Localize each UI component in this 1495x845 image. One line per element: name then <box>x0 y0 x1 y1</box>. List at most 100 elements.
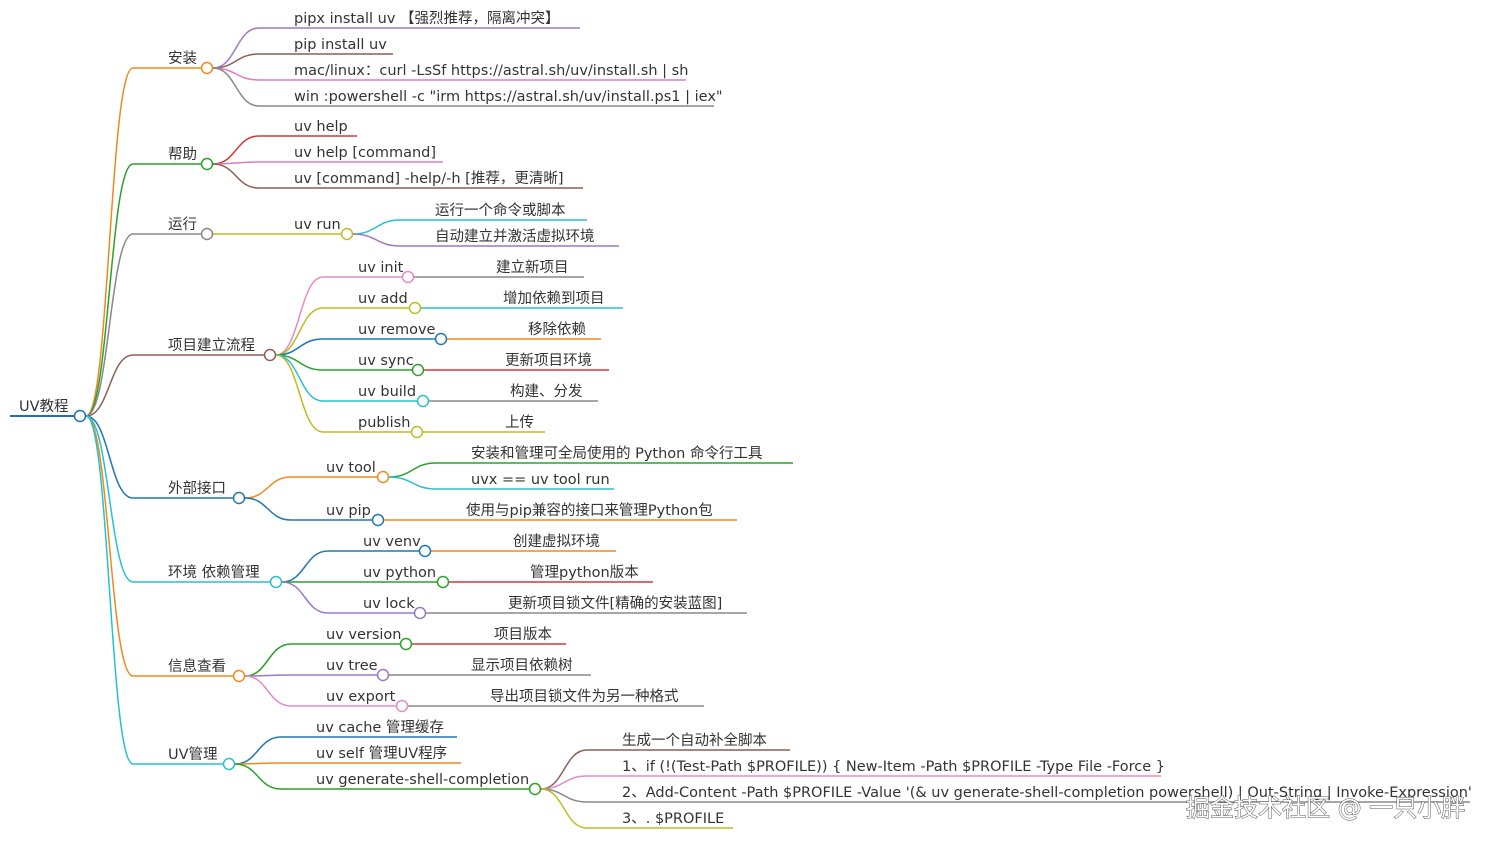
collapse-toggle-icon[interactable] <box>436 575 450 589</box>
leaf-node-label[interactable]: uv [command] -help/-h [推荐，更清晰] <box>294 170 563 187</box>
leaf-node-label[interactable]: mac/linux：curl -LsSf https://astral.sh/u… <box>294 63 688 79</box>
collapse-toggle-icon[interactable] <box>269 575 283 589</box>
branch-node-label[interactable]: 信息查看 <box>168 658 226 675</box>
collapse-toggle-icon[interactable] <box>340 227 354 241</box>
collapse-toggle-icon[interactable] <box>410 425 424 439</box>
leaf-node-label[interactable]: 安装和管理可全局使用的 Python 命令行工具 <box>471 444 762 462</box>
leaf-node-label[interactable]: uv lock <box>363 596 415 612</box>
leaf-node-label[interactable]: 移除依赖 <box>528 321 586 338</box>
leaf-node-label[interactable]: 更新项目环境 <box>505 351 592 369</box>
leaf-node-label[interactable]: pipx install uv 【强烈推荐，隔离冲突】 <box>294 10 560 27</box>
collapse-toggle-icon[interactable] <box>200 227 214 241</box>
branch-node-label[interactable]: 环境 依赖管理 <box>168 563 260 581</box>
collapse-toggle-icon[interactable] <box>401 270 415 284</box>
watermark: 掘金技术社区 @ 一只小胖 <box>1186 794 1465 822</box>
root-node-label[interactable]: UV教程 <box>19 398 69 415</box>
connector <box>275 354 324 433</box>
leaf-node-label[interactable]: 创建虚拟环境 <box>513 532 600 550</box>
connector <box>85 163 134 417</box>
collapse-toggle-icon[interactable] <box>399 637 413 651</box>
connector <box>540 788 588 829</box>
leaf-node-label[interactable]: 使用与pip兼容的接口来管理Python包 <box>466 502 713 519</box>
collapse-toggle-icon[interactable] <box>418 544 432 558</box>
connector <box>281 581 329 614</box>
leaf-node-label[interactable]: uv pip <box>326 503 371 519</box>
leaf-node-label[interactable]: uv add <box>358 291 408 307</box>
connector <box>275 276 324 356</box>
collapse-toggle-icon[interactable] <box>263 348 277 362</box>
collapse-toggle-icon[interactable] <box>232 491 246 505</box>
leaf-node-label[interactable]: uv tree <box>326 658 378 674</box>
collapse-toggle-icon[interactable] <box>232 669 246 683</box>
connector <box>212 163 260 189</box>
connector <box>85 233 134 417</box>
leaf-node-label[interactable]: uv version <box>326 627 402 643</box>
collapse-toggle-icon[interactable] <box>411 363 425 377</box>
collapse-toggle-icon[interactable] <box>408 301 422 315</box>
leaf-node-label[interactable]: uv build <box>358 384 416 400</box>
leaf-node-label[interactable]: uv cache 管理缓存 <box>316 719 444 736</box>
branch-node-label[interactable]: 外部接口 <box>168 480 226 497</box>
leaf-node-label[interactable]: uv sync <box>358 353 414 369</box>
leaf-node-label[interactable]: pip install uv <box>294 37 387 53</box>
leaf-node-label[interactable]: uv tool <box>326 460 376 476</box>
collapse-toggle-icon[interactable] <box>222 757 236 771</box>
leaf-node-label[interactable]: win :powershell -c "irm https://astral.s… <box>294 89 723 105</box>
leaf-node-label[interactable]: 管理python版本 <box>530 564 639 581</box>
branch-node-label[interactable]: 运行 <box>168 216 197 233</box>
collapse-toggle-icon[interactable] <box>376 668 390 682</box>
connector <box>212 27 260 69</box>
leaf-node-label[interactable]: uvx == uv tool run <box>471 472 610 488</box>
connector <box>275 354 324 402</box>
leaf-node-label[interactable]: uv self 管理UV程序 <box>316 745 447 762</box>
leaf-node-label[interactable]: uv remove <box>358 322 436 338</box>
leaf-node-label[interactable]: publish <box>358 415 410 431</box>
connector <box>275 307 324 356</box>
leaf-node-label[interactable]: uv help <box>294 119 348 135</box>
connector <box>212 135 260 165</box>
collapse-toggle-icon[interactable] <box>434 332 448 346</box>
leaf-node-label[interactable]: uv run <box>294 217 341 233</box>
leaf-node-label[interactable]: 增加依赖到项目 <box>503 290 605 307</box>
collapse-toggle-icon[interactable] <box>371 513 385 527</box>
leaf-node-label[interactable]: 项目版本 <box>494 626 552 643</box>
connector <box>85 67 134 417</box>
connector <box>212 67 260 107</box>
branch-node-label[interactable]: 安装 <box>168 50 197 67</box>
branch-node-label[interactable]: UV管理 <box>168 746 218 763</box>
collapse-toggle-icon[interactable] <box>413 606 427 620</box>
leaf-node-label[interactable]: uv generate-shell-completion <box>316 772 529 788</box>
collapse-toggle-icon[interactable] <box>528 782 542 796</box>
branch-node-label[interactable]: 项目建立流程 <box>168 337 255 354</box>
leaf-node-label[interactable]: 建立新项目 <box>496 259 569 276</box>
leaf-node-label[interactable]: 上传 <box>505 414 534 431</box>
connector <box>388 462 437 478</box>
collapse-toggle-icon[interactable] <box>73 409 87 423</box>
leaf-node-label[interactable]: uv python <box>363 565 436 581</box>
leaf-node-label[interactable]: 运行一个命令或脚本 <box>435 201 566 219</box>
leaf-node-label[interactable]: 构建、分发 <box>510 383 583 400</box>
leaf-node-label[interactable]: 2、Add-Content -Path $PROFILE -Value '(& … <box>622 785 1472 801</box>
leaf-node-label[interactable]: uv export <box>326 689 396 705</box>
branch-node-label[interactable]: 帮助 <box>168 146 197 163</box>
leaf-node-label[interactable]: 自动建立并激活虚拟环境 <box>435 227 595 245</box>
collapse-toggle-icon[interactable] <box>416 394 430 408</box>
collapse-toggle-icon[interactable] <box>200 61 214 75</box>
collapse-toggle-icon[interactable] <box>395 699 409 713</box>
leaf-node-label[interactable]: uv help [command] <box>294 145 436 161</box>
leaf-node-label[interactable]: 显示项目依赖树 <box>471 657 573 674</box>
leaf-node-label[interactable]: 1、if (!(Test-Path $PROFILE)) { New-Item … <box>622 759 1165 775</box>
connector <box>85 415 134 765</box>
leaf-node-label[interactable]: 更新项目锁文件[精确的安装蓝图] <box>508 595 722 612</box>
connector <box>352 233 401 247</box>
collapse-toggle-icon[interactable] <box>200 157 214 171</box>
leaf-node-label[interactable]: 导出项目锁文件为另一种格式 <box>490 688 679 705</box>
connector <box>244 643 292 677</box>
leaf-node-label[interactable]: 3、. $PROFILE <box>622 811 724 827</box>
leaf-node-label[interactable]: 生成一个自动补全脚本 <box>622 731 767 749</box>
collapse-toggle-icon[interactable] <box>376 470 390 484</box>
connector <box>85 415 134 499</box>
leaf-node-label[interactable]: uv init <box>358 260 404 276</box>
leaf-node-label[interactable]: uv venv <box>363 534 421 550</box>
